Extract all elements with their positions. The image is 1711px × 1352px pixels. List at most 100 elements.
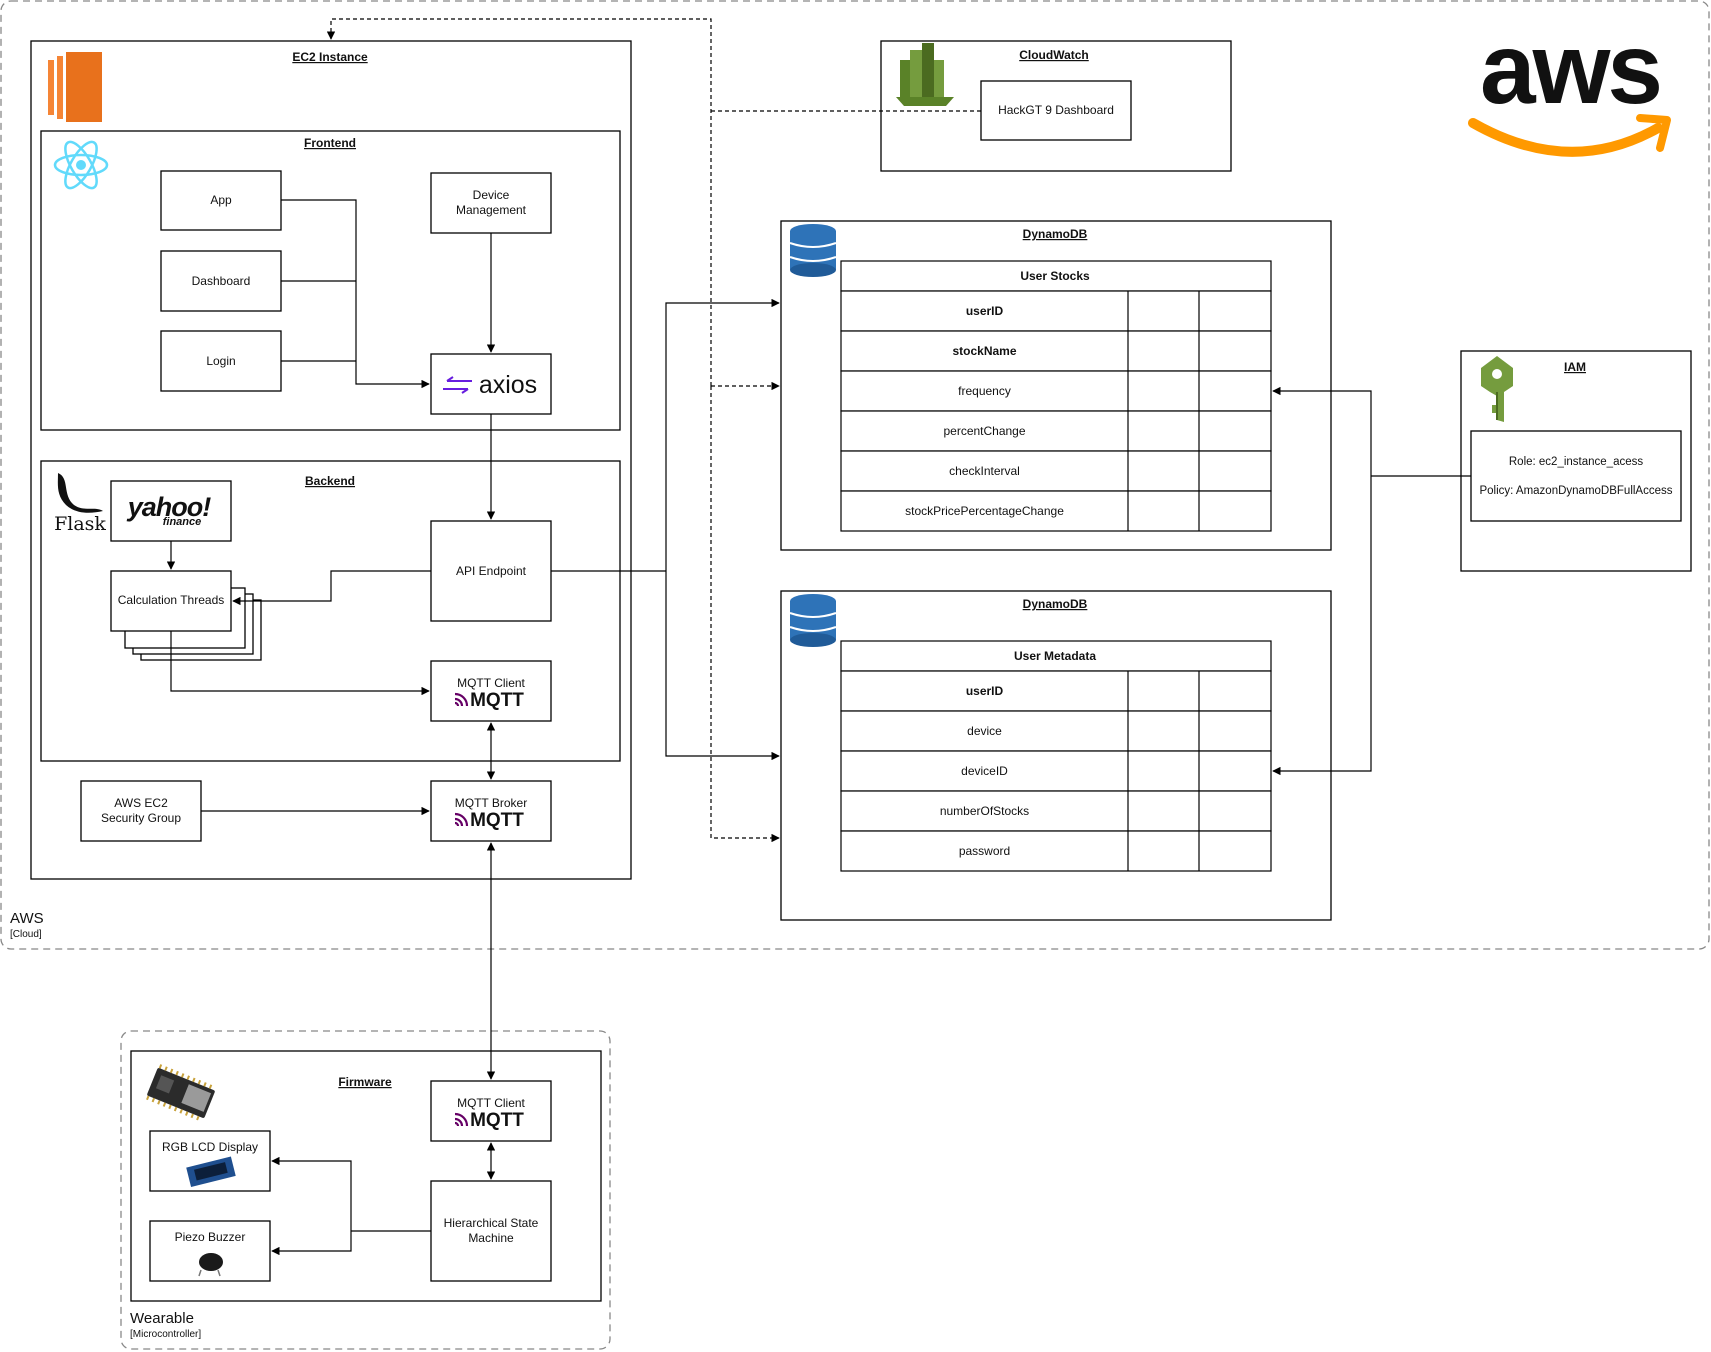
table-field-name: password: [959, 844, 1010, 858]
iam-to-stocks-edge: [1272, 386, 1372, 476]
firmware-mqtt-logo: MQTT: [470, 1110, 524, 1131]
aws-logo-text: aws: [1480, 13, 1660, 125]
table-row: deviceID: [840, 750, 1272, 792]
hsm-to-buzzer-edge: [271, 1231, 352, 1256]
user-stocks-table-title: User Stocks: [1020, 269, 1090, 283]
table-row: password: [840, 830, 1272, 872]
table-field-name: userID: [966, 304, 1004, 318]
hackgt-dashboard-component[interactable]: HackGT 9 Dashboard: [980, 80, 1132, 141]
iam-role-label: Role: ec2_instance_acess: [1509, 456, 1643, 468]
table-row: userID: [840, 670, 1272, 712]
dashboard-component[interactable]: Dashboard: [160, 250, 282, 312]
iam-key-icon: [1481, 356, 1513, 422]
hsm-label-line1: Hierarchical State: [444, 1216, 539, 1230]
cloudwatch-container: CloudWatch HackGT 9 Dashboard: [880, 40, 1232, 172]
aws-smile-arrow-icon: [1636, 114, 1671, 152]
aws-group-tag: [Cloud]: [10, 929, 42, 940]
cloudwatch-title: CloudWatch: [1019, 48, 1089, 62]
aws-logo: aws: [1468, 13, 1671, 157]
hsm-label-line2: Machine: [468, 1231, 514, 1245]
table-row: numberOfStocks: [840, 790, 1272, 832]
mqtt-wifi-icon: [454, 812, 469, 827]
piezo-buzzer-label: Piezo Buzzer: [175, 1230, 246, 1244]
threads-to-mqtt-client-edge: [170, 631, 430, 696]
firmware-container: Firmware MQTT Client MQTT RGB LCD Displa…: [130, 1050, 602, 1302]
rgb-lcd-display-label: RGB LCD Display: [162, 1140, 258, 1154]
backend-mqtt-logo: MQTT: [470, 690, 524, 711]
mqtt-wifi-icon: [454, 1112, 469, 1127]
backend-mqtt-client-component[interactable]: MQTT Client MQTT: [430, 660, 552, 722]
login-label: Login: [206, 354, 235, 368]
react-icon: [53, 140, 109, 190]
table-row: percentChange: [840, 410, 1272, 452]
security-group-label-line2: Security Group: [101, 811, 181, 825]
iam-title: IAM: [1564, 360, 1586, 374]
mqtt-broker-logo: MQTT: [470, 810, 524, 831]
aws-cloud-group: AWS [Cloud]: [0, 0, 1710, 950]
table-field-name: userID: [966, 684, 1004, 698]
dynamodb-metadata-container: DynamoDB User Metadata userID device devic…: [780, 590, 1332, 921]
piezo-buzzer-component[interactable]: Piezo Buzzer: [149, 1220, 271, 1282]
table-row: stockPricePercentageChange: [840, 490, 1272, 532]
connectors: [166, 18, 1471, 1256]
user-metadata-table-title: User Metadata: [1014, 649, 1096, 663]
api-to-threads-edge: [232, 570, 431, 606]
firmware-mqtt-client-component[interactable]: MQTT Client MQTT: [430, 1080, 552, 1142]
hierarchical-state-machine-component[interactable]: Hierarchical State Machine: [430, 1180, 552, 1282]
api-to-metadata-table-edge: [665, 571, 780, 761]
user-metadata-rows: userID device deviceID numberOfStocks passwo…: [840, 670, 1272, 872]
user-metadata-table: User Metadata userID device deviceID number…: [840, 640, 1272, 872]
table-field-name: numberOfStocks: [940, 804, 1029, 818]
lcd-module-icon: [186, 1156, 236, 1188]
microcontroller-board-icon: [146, 1064, 215, 1121]
cloudwatch-icon: [896, 43, 954, 106]
iam-policy-label: Policy: AmazonDynamoDBFullAccess: [1479, 485, 1672, 497]
backend-mqtt-client-label: MQTT Client: [457, 676, 525, 690]
table-field-name: device: [967, 724, 1002, 738]
device-management-label-line1: Device: [473, 188, 510, 202]
frontend-title: Frontend: [304, 136, 356, 150]
device-management-label-line2: Management: [456, 203, 527, 217]
iam-role-box[interactable]: Role: ec2_instance_acess Policy: AmazonD…: [1470, 430, 1682, 522]
dashboard-label: Dashboard: [192, 274, 251, 288]
yahoo-label: yahoo!: [126, 492, 212, 522]
device-management-component[interactable]: Device Management: [430, 172, 552, 234]
axios-arrows-icon: [443, 376, 472, 394]
flask-horn-icon: [57, 473, 103, 513]
api-to-stocks-table-edge: [665, 298, 780, 571]
axios-label: axios: [479, 371, 537, 399]
table-row: checkInterval: [840, 450, 1272, 492]
table-row: device: [840, 710, 1272, 752]
dynamodb-metadata-title: DynamoDB: [1023, 597, 1088, 611]
login-component[interactable]: Login: [160, 330, 282, 392]
table-field-name: stockName: [952, 344, 1016, 358]
dynamodb-icon: [789, 594, 837, 647]
table-field-name: frequency: [958, 384, 1011, 398]
iam-container: IAM Role: ec2_instance_acess Policy: Ama…: [1460, 350, 1692, 572]
mqtt-wifi-icon: [454, 692, 469, 707]
table-row: userID: [840, 290, 1272, 332]
security-group-component[interactable]: AWS EC2 Security Group: [80, 780, 202, 842]
yahoo-finance-component[interactable]: yahoo! finance: [110, 480, 232, 542]
table-row: stockName: [840, 330, 1272, 372]
table-field-name: deviceID: [961, 764, 1008, 778]
rgb-lcd-display-component[interactable]: RGB LCD Display: [149, 1130, 271, 1192]
calculation-threads-stack[interactable]: Calculation Threads: [110, 570, 262, 661]
dynamodb-stocks-container: DynamoDB User Stocks userIDstockNamefreq…: [780, 220, 1332, 551]
buzzer-icon: [198, 1253, 223, 1277]
api-endpoint-component[interactable]: API Endpoint: [430, 520, 552, 622]
user-stocks-rows: userID stockName frequency percentChangeche…: [840, 290, 1272, 532]
security-group-label-line1: AWS EC2: [114, 796, 168, 810]
yahoo-finance-label: finance: [163, 516, 202, 528]
cloudwatch-to-metadata-edge: [710, 386, 780, 843]
mqtt-broker-component[interactable]: MQTT Broker MQTT: [430, 780, 552, 842]
app-component[interactable]: App: [160, 170, 282, 231]
backend-title: Backend: [305, 474, 355, 488]
firmware-mqtt-client-label: MQTT Client: [457, 1096, 525, 1110]
ec2-instance: EC2 Instance: [30, 40, 632, 880]
wearable-group-name: Wearable: [130, 1310, 194, 1327]
mqtt-broker-label: MQTT Broker: [455, 796, 527, 810]
axios-component[interactable]: axios: [430, 353, 552, 415]
dynamodb-icon: [789, 224, 837, 277]
